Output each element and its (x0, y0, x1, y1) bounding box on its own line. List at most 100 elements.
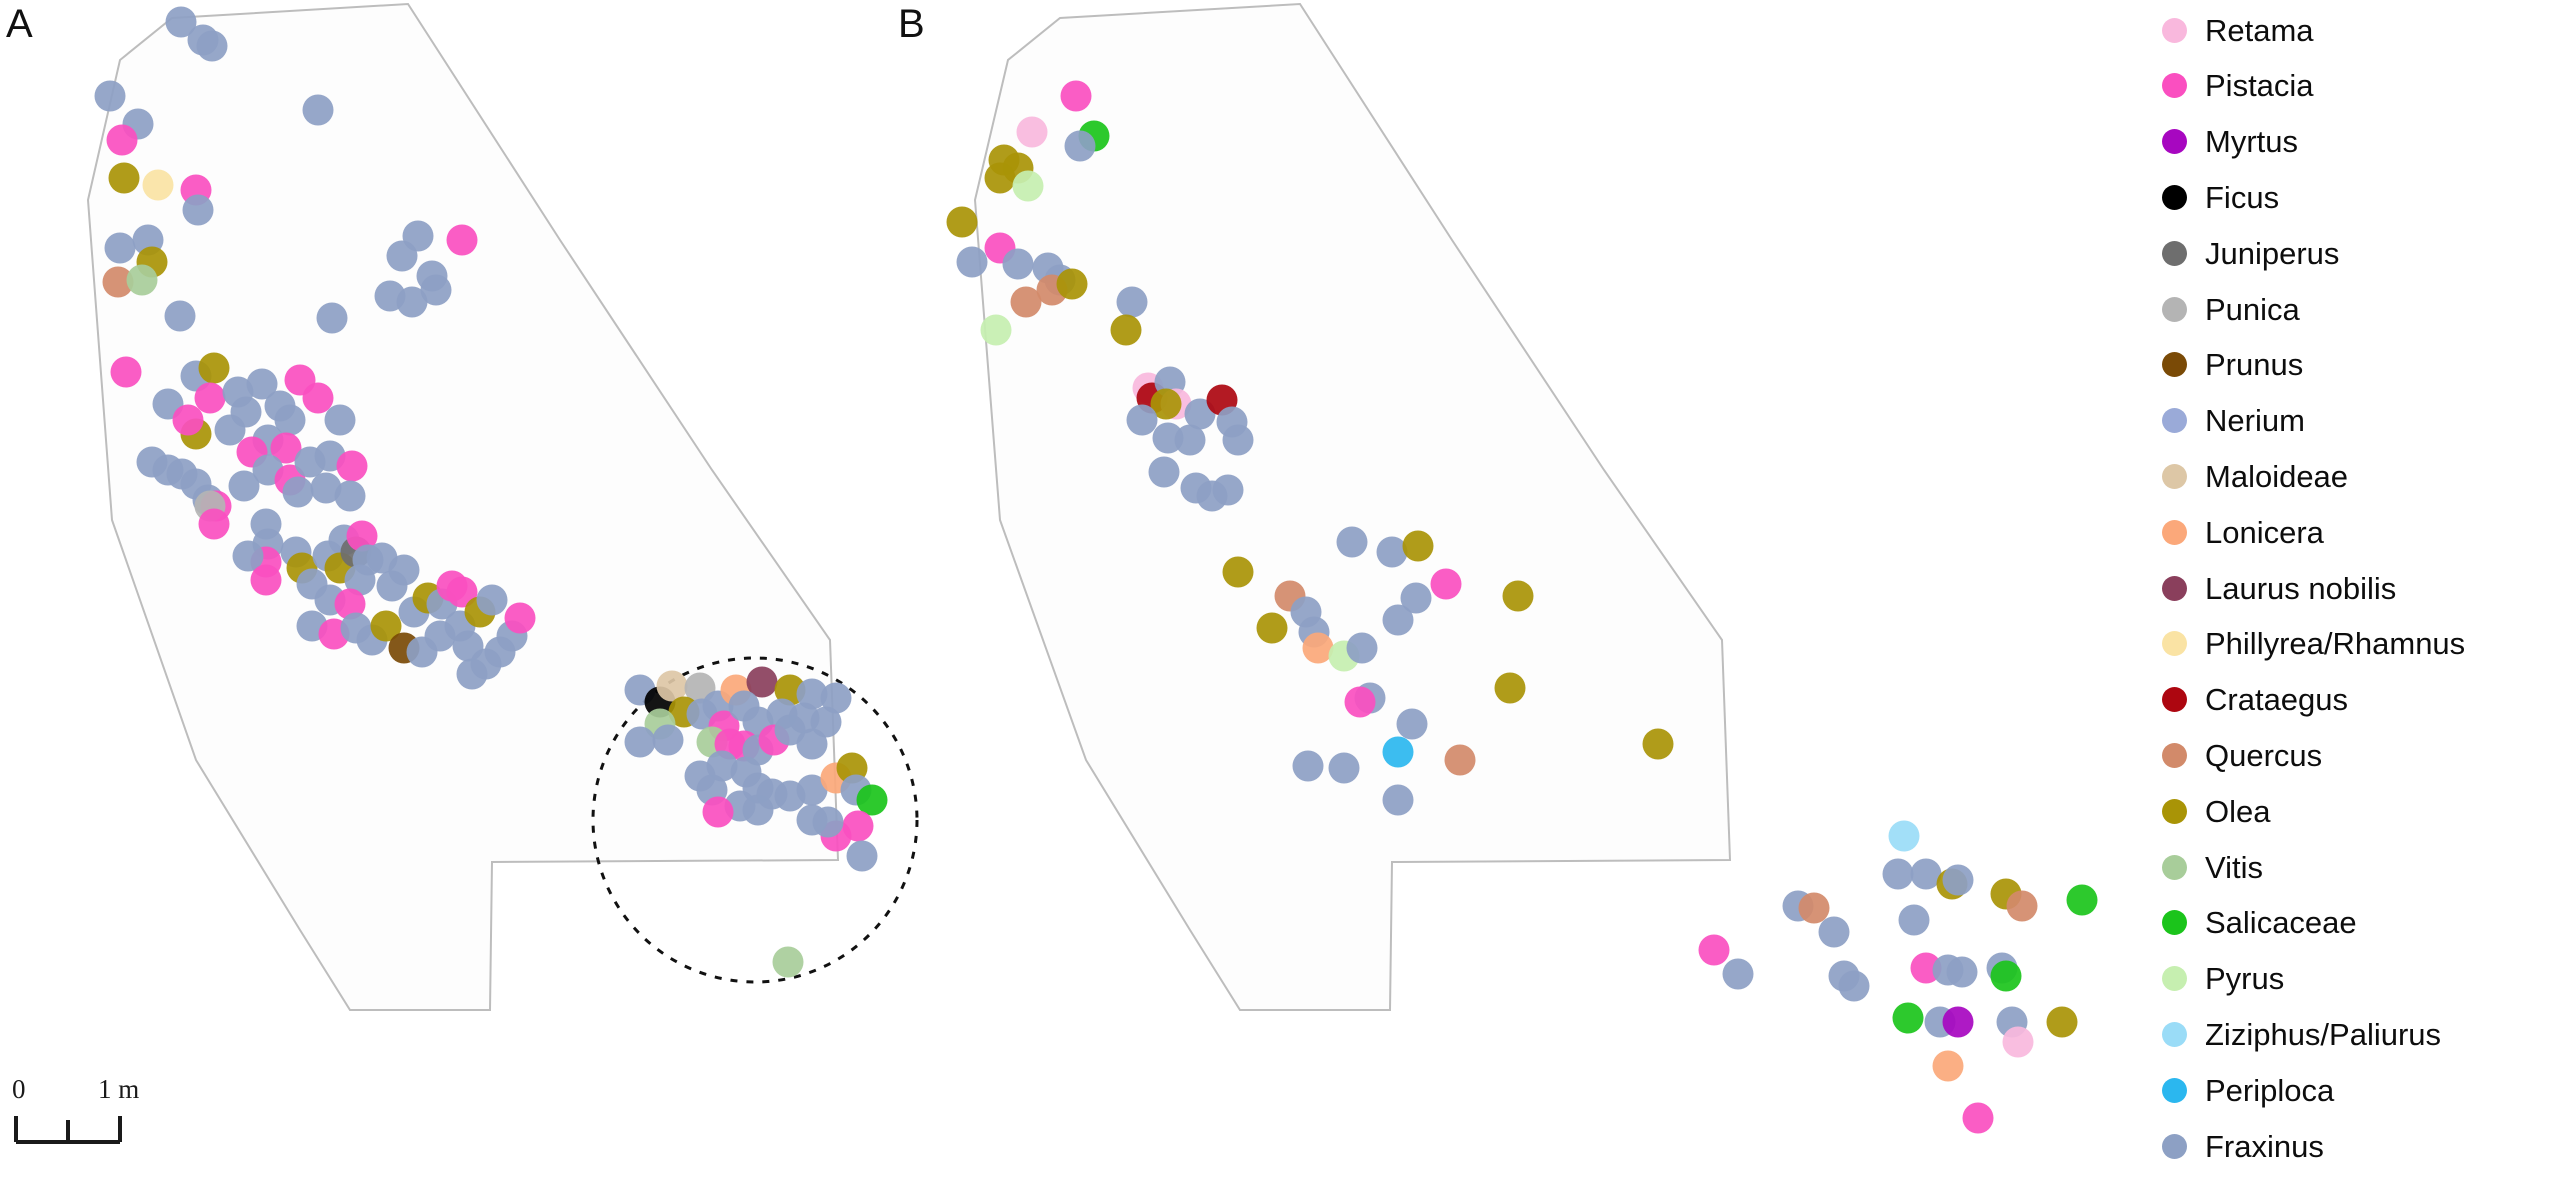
data-point[interactable] (446, 224, 478, 256)
data-point[interactable] (1222, 424, 1254, 456)
legend-item-myrtus[interactable]: Myrtus (2152, 114, 2298, 170)
data-point[interactable] (142, 169, 174, 201)
data-point[interactable] (1946, 956, 1978, 988)
data-point[interactable] (504, 602, 536, 634)
data-point[interactable] (1346, 632, 1378, 664)
data-point[interactable] (250, 564, 282, 596)
data-point[interactable] (1184, 398, 1216, 430)
data-point[interactable] (476, 584, 508, 616)
data-point[interactable] (386, 240, 418, 272)
data-point[interactable] (1012, 170, 1044, 202)
data-point[interactable] (846, 840, 878, 872)
data-point[interactable] (294, 446, 326, 478)
data-point[interactable] (302, 94, 334, 126)
data-point[interactable] (1888, 820, 1920, 852)
data-point[interactable] (810, 706, 842, 738)
data-point[interactable] (1148, 456, 1180, 488)
data-point[interactable] (1838, 970, 1870, 1002)
data-point[interactable] (246, 368, 278, 400)
data-point[interactable] (126, 264, 158, 296)
legend-item-quercus[interactable]: Quercus (2152, 727, 2322, 783)
data-point[interactable] (1328, 752, 1360, 784)
data-point[interactable] (1962, 1102, 1994, 1134)
data-point[interactable] (104, 232, 136, 264)
data-point[interactable] (346, 520, 378, 552)
legend-item-ziziphus-paliurus[interactable]: Ziziphus/Paliurus (2152, 1006, 2441, 1062)
data-point[interactable] (102, 266, 134, 298)
data-point[interactable] (108, 162, 140, 194)
data-point[interactable] (164, 300, 196, 332)
data-point[interactable] (1110, 314, 1142, 346)
legend-item-punica[interactable]: Punica (2152, 281, 2300, 337)
data-point[interactable] (1126, 404, 1158, 436)
data-point[interactable] (316, 302, 348, 334)
data-point[interactable] (1382, 784, 1414, 816)
data-point[interactable] (1444, 744, 1476, 776)
data-point[interactable] (1430, 568, 1462, 600)
data-point[interactable] (334, 588, 366, 620)
data-point[interactable] (984, 162, 1016, 194)
legend-item-salicaceae[interactable]: Salicaceae (2152, 895, 2357, 951)
data-point[interactable] (1382, 736, 1414, 768)
data-point[interactable] (2002, 1026, 2034, 1058)
legend-item-retama[interactable]: Retama (2152, 2, 2314, 58)
data-point[interactable] (344, 564, 376, 596)
data-point[interactable] (1064, 130, 1096, 162)
data-point[interactable] (1056, 268, 1088, 300)
data-point[interactable] (165, 6, 197, 38)
data-point[interactable] (214, 414, 246, 446)
data-point[interactable] (388, 554, 420, 586)
data-point[interactable] (796, 678, 828, 710)
data-point[interactable] (980, 314, 1012, 346)
data-point[interactable] (1060, 80, 1092, 112)
data-point[interactable] (182, 194, 214, 226)
data-point[interactable] (774, 714, 806, 746)
legend-item-maloideae[interactable]: Maloideae (2152, 448, 2348, 504)
data-point[interactable] (1892, 1002, 1924, 1034)
data-point[interactable] (1174, 424, 1206, 456)
data-point[interactable] (334, 480, 366, 512)
data-point[interactable] (2046, 1006, 2078, 1038)
data-point[interactable] (1212, 474, 1244, 506)
legend-item-pistacia[interactable]: Pistacia (2152, 58, 2314, 114)
data-point[interactable] (1150, 388, 1182, 420)
data-point[interactable] (94, 80, 126, 112)
legend-item-vitis[interactable]: Vitis (2152, 839, 2263, 895)
data-point[interactable] (1402, 530, 1434, 562)
data-point[interactable] (1642, 728, 1674, 760)
legend-item-prunus[interactable]: Prunus (2152, 337, 2303, 393)
data-point[interactable] (420, 274, 452, 306)
data-point[interactable] (820, 682, 852, 714)
data-point[interactable] (2066, 884, 2098, 916)
data-point[interactable] (1882, 858, 1914, 890)
data-point[interactable] (1256, 612, 1288, 644)
data-point[interactable] (652, 724, 684, 756)
data-point[interactable] (1376, 536, 1408, 568)
data-point[interactable] (1942, 864, 1974, 896)
legend-item-crataegus[interactable]: Crataegus (2152, 672, 2348, 728)
data-point[interactable] (1382, 604, 1414, 636)
data-point[interactable] (1010, 286, 1042, 318)
data-point[interactable] (1798, 892, 1830, 924)
data-point[interactable] (228, 470, 260, 502)
data-point[interactable] (772, 946, 804, 978)
legend-item-juniperus[interactable]: Juniperus (2152, 225, 2339, 281)
data-point[interactable] (1722, 958, 1754, 990)
data-point[interactable] (856, 784, 888, 816)
legend-item-fraxinus[interactable]: Fraxinus (2152, 1118, 2324, 1174)
data-point[interactable] (1396, 708, 1428, 740)
data-point[interactable] (746, 666, 778, 698)
data-point[interactable] (1344, 686, 1376, 718)
data-point[interactable] (1942, 1006, 1974, 1038)
legend-item-lonicera[interactable]: Lonicera (2152, 504, 2324, 560)
data-point[interactable] (796, 728, 828, 760)
data-point[interactable] (656, 670, 688, 702)
data-point[interactable] (1116, 286, 1148, 318)
data-point[interactable] (812, 806, 844, 838)
data-point[interactable] (446, 576, 478, 608)
data-point[interactable] (1494, 672, 1526, 704)
data-point[interactable] (194, 382, 226, 414)
data-point[interactable] (1292, 750, 1324, 782)
data-point[interactable] (702, 796, 734, 828)
data-point[interactable] (282, 476, 314, 508)
